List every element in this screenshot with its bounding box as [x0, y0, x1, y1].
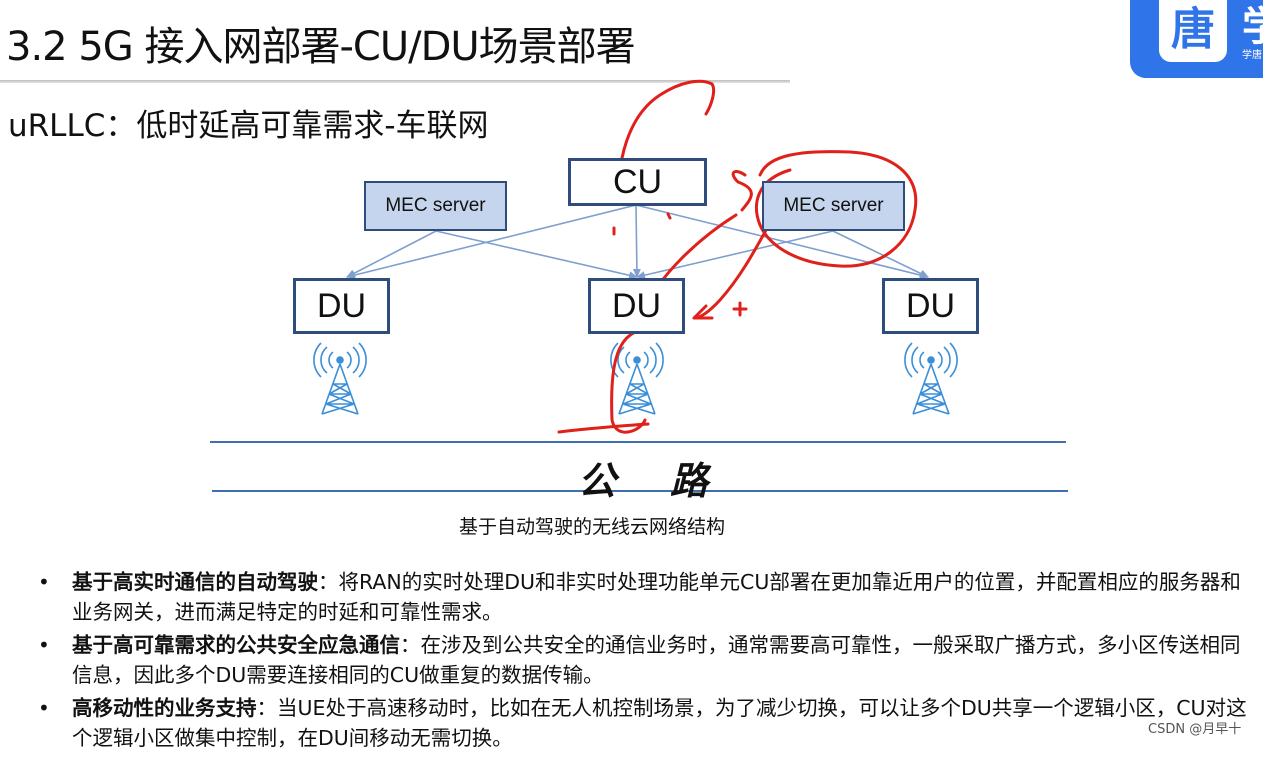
brand-logo: 唐 学 学唐: [1130, 0, 1263, 78]
bullet-body: ：将RAN的实时处理DU和非实时处理功能单元CU部署在更加靠近用户的位置，并配置…: [72, 570, 1241, 624]
slide-subtitle: uRLLC：低时延高可靠需求-车联网: [8, 108, 489, 144]
link-mecr-du-center: [636, 230, 834, 280]
road-char-2: 路: [670, 459, 711, 503]
logo-side-glyph: 学: [1242, 4, 1263, 50]
bullet-dot: •: [38, 696, 50, 720]
road-char-1: 公: [578, 459, 619, 503]
bullet-dot: •: [38, 570, 50, 594]
du-node-left: DU: [293, 278, 390, 334]
mec-server-left: MEC server: [364, 181, 507, 231]
link-cu-du-right: [635, 204, 929, 279]
annotation-curve-to-du: [692, 170, 782, 320]
mec-left-label: MEC server: [385, 195, 486, 216]
slide-title: 3.2 5G 接入网部署-CU/DU场景部署: [6, 24, 636, 70]
bullet-heading: 高移动性的业务支持: [72, 696, 257, 720]
bullet-heading: 基于高实时通信的自动驾驶: [72, 570, 318, 594]
annotation-dash-2: [666, 212, 672, 220]
annotation-stroke-cu: [620, 79, 716, 160]
du-node-right: DU: [882, 278, 979, 334]
diagram-caption: 基于自动驾驶的无线云网络结构: [459, 516, 726, 538]
bullet-dot: •: [38, 633, 50, 657]
link-mecl-du-left: [346, 230, 437, 278]
bullet-body: ：在涉及到公共安全的通信业务时，通常需要高可靠性，一般采取广播方式，多小区传送相…: [72, 633, 1241, 687]
du-center-label: DU: [611, 286, 662, 325]
logo-small-text: 学唐: [1242, 50, 1262, 61]
bullet-item: • 基于高实时通信的自动驾驶：将RAN的实时处理DU和非实时处理功能单元CU部署…: [34, 568, 1249, 627]
link-cu-du-center: [632, 204, 641, 278]
antenna-left-icon: [313, 342, 367, 415]
cu-node: CU: [568, 158, 707, 206]
logo-glyph: 唐: [1159, 0, 1227, 62]
title-divider: [0, 80, 790, 83]
link-cu-du-left: [346, 204, 637, 279]
bullet-item: • 高移动性的业务支持：当UE处于高速移动时，比如在无人机控制场景，为了减少切换…: [34, 694, 1249, 753]
du-right-label: DU: [905, 286, 956, 325]
antenna-center-icon: [610, 342, 664, 415]
csdn-watermark: CSDN @月早十: [1148, 722, 1242, 737]
bullet-item: • 基于高可靠需求的公共安全应急通信：在涉及到公共安全的通信业务时，通常需要高可…: [34, 631, 1249, 690]
link-mecr-du-right: [832, 230, 929, 278]
antenna-right-icon: [904, 342, 958, 415]
cu-label: CU: [612, 162, 663, 201]
road-label: 公路: [578, 450, 710, 505]
annotation-plus: [732, 301, 748, 317]
mec-right-label: MEC server: [783, 195, 884, 216]
bullet-heading: 基于高可靠需求的公共安全应急通信: [72, 633, 400, 657]
du-node-center: DU: [588, 278, 685, 334]
handwritten-annotations: [557, 79, 918, 434]
mec-server-right: MEC server: [762, 181, 905, 231]
du-left-label: DU: [316, 286, 367, 325]
bullet-list: • 基于高实时通信的自动驾驶：将RAN的实时处理DU和非实时处理功能单元CU部署…: [34, 568, 1249, 757]
annotation-circle-mec: [755, 150, 918, 268]
annotation-loop-du: [557, 328, 650, 434]
link-mecl-du-center: [435, 230, 638, 280]
